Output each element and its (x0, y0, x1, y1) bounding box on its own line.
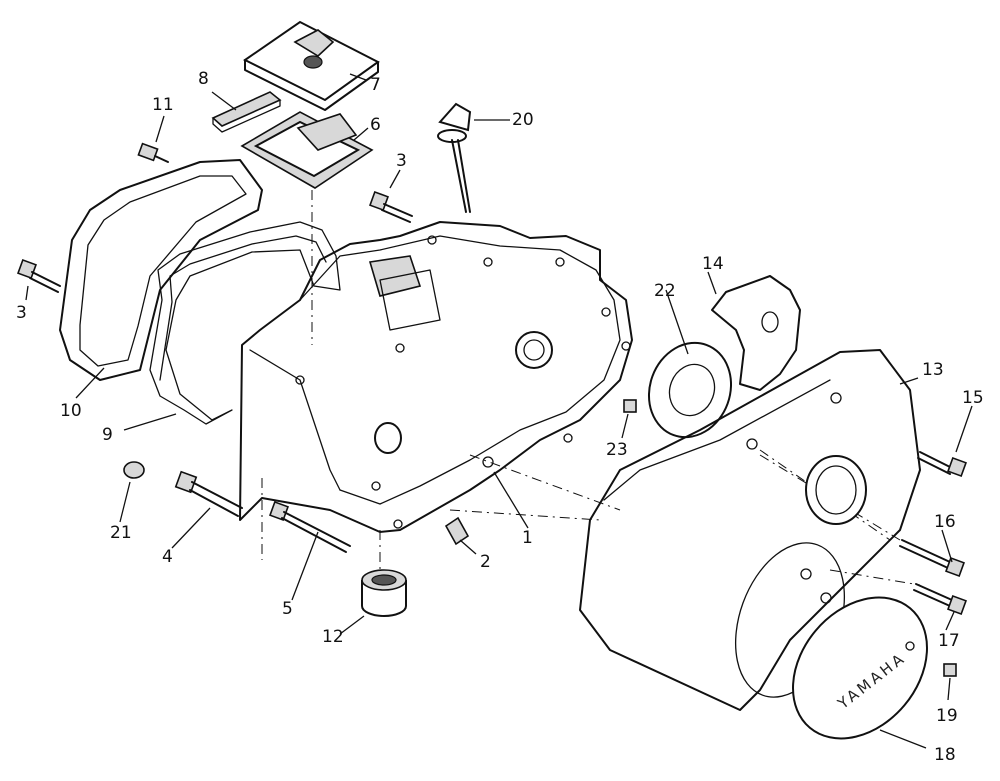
callout-23: 23 (606, 440, 628, 460)
part-15-bolt (917, 451, 967, 477)
callout-7: 7 (370, 75, 381, 95)
callout-14: 14 (702, 254, 724, 274)
callout-3-left: 3 (16, 303, 27, 323)
callout-9: 9 (102, 425, 113, 445)
part-5-bolt (269, 501, 351, 553)
part-4-bolt (174, 470, 243, 517)
callout-15: 15 (962, 388, 984, 408)
part-16-bolt (899, 539, 965, 577)
callout-6: 6 (370, 115, 381, 135)
callout-20: 20 (512, 110, 534, 130)
callout-1: 1 (522, 528, 533, 548)
callout-21: 21 (110, 523, 132, 543)
part-18-cover-cap: YAMAHA (792, 596, 928, 740)
callout-19: 19 (936, 706, 958, 726)
callout-17: 17 (938, 631, 960, 651)
part-6-filter-element (240, 111, 374, 189)
part-3-bolt-left (17, 259, 61, 293)
callout-13: 13 (922, 360, 944, 380)
part-3-bolt-upper (369, 191, 413, 223)
part-9-gasket (149, 221, 341, 425)
callout-2: 2 (480, 552, 491, 572)
part-21-plug (123, 461, 145, 479)
part-17-bolt (913, 583, 967, 615)
callout-16: 16 (934, 512, 956, 532)
callout-22: 22 (654, 281, 676, 301)
part-1-crankcase (239, 221, 633, 533)
part-7-filter-cap (243, 20, 380, 111)
leader-lines (25, 73, 973, 749)
part-13-right-cover (579, 349, 921, 711)
callout-labels: 1 2 3 3 4 5 6 7 8 9 10 11 12 13 14 15 16… (16, 69, 984, 765)
part-22-oil-seal (647, 341, 733, 439)
part-8-plate (211, 91, 282, 133)
part-23-screw (623, 399, 637, 413)
assembly-lines (261, 190, 921, 586)
callout-5: 5 (282, 599, 293, 619)
callout-8: 8 (198, 69, 209, 89)
part-12-bearing (361, 569, 407, 617)
callout-18: 18 (934, 745, 956, 765)
part-2-dowel (444, 516, 470, 546)
part-14-bracket (711, 275, 801, 391)
part-11-bolt (137, 142, 169, 163)
callout-3-upper: 3 (396, 151, 407, 171)
part-20-dipstick (437, 102, 472, 213)
part-10-left-cover (59, 159, 263, 381)
callout-4: 4 (162, 547, 173, 567)
callout-10: 10 (60, 401, 82, 421)
callout-11: 11 (152, 95, 174, 115)
part-19-screw (943, 663, 957, 677)
callout-12: 12 (322, 627, 344, 647)
